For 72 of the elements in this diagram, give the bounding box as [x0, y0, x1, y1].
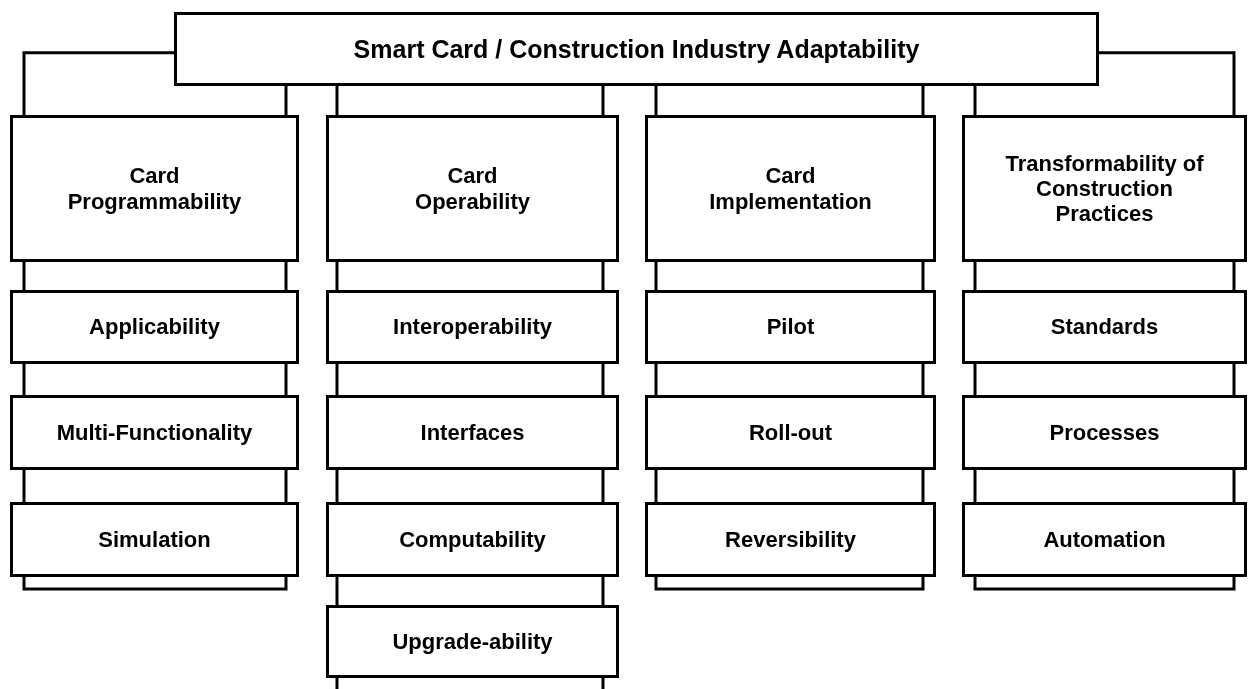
- connector-line: [335, 86, 339, 115]
- connector-line: [335, 678, 339, 689]
- connector-line: [1232, 470, 1236, 502]
- connector-line: [921, 262, 925, 290]
- connector-line: [654, 262, 658, 290]
- connector-line: [921, 86, 925, 115]
- criterion-box: [962, 290, 1247, 364]
- category-box: [326, 115, 619, 262]
- connector-line: [601, 577, 605, 605]
- node-label: Card Programmability: [66, 163, 243, 214]
- connector-line: [601, 364, 605, 395]
- connector-line: [335, 262, 339, 290]
- criterion-box: [10, 395, 299, 470]
- criterion-box: [645, 502, 936, 577]
- category-box: [645, 115, 936, 262]
- connector-line: [973, 364, 977, 395]
- connector-line: [973, 86, 977, 115]
- node-label: Multi-Functionality: [56, 419, 253, 446]
- criterion-box: [326, 290, 619, 364]
- connector-line: [921, 364, 925, 395]
- node-label: Smart Card / Construction Industry Adaptability: [353, 34, 920, 64]
- category-box: [962, 115, 1247, 262]
- connector-line: [1232, 262, 1236, 290]
- criterion-box: [326, 502, 619, 577]
- node-label: Processes: [1049, 419, 1160, 446]
- connector-line: [284, 86, 288, 115]
- connector-line: [921, 470, 925, 502]
- criterion-box: [962, 395, 1247, 470]
- criterion-box: [326, 395, 619, 470]
- criterion-box: [10, 290, 299, 364]
- heading-box: [174, 12, 1099, 86]
- node-label: Upgrade-ability: [392, 628, 553, 655]
- connector-line: [601, 470, 605, 502]
- connector-line: [335, 470, 339, 502]
- connector-line: [22, 470, 26, 502]
- connector-line: [973, 262, 977, 290]
- connector-line: [973, 470, 977, 502]
- node-label: Card Implementation: [708, 163, 873, 214]
- node-label: Card Operability: [414, 163, 531, 214]
- connector-line: [22, 262, 26, 290]
- connector-line: [22, 364, 26, 395]
- criterion-box: [10, 502, 299, 577]
- criterion-box: [645, 395, 936, 470]
- criterion-box: [962, 502, 1247, 577]
- node-label: Applicability: [89, 314, 220, 340]
- node-label: Automation: [1043, 526, 1166, 553]
- node-label: Simulation: [98, 526, 211, 553]
- connector-line: [284, 262, 288, 290]
- connector-line: [284, 364, 288, 395]
- node-label: Transformability of Construction Practices: [1004, 150, 1205, 227]
- node-label: Computability: [399, 526, 546, 553]
- connector-line: [22, 51, 174, 115]
- connector-line: [601, 262, 605, 290]
- connector-line: [654, 86, 658, 115]
- criterion-box: [326, 605, 619, 678]
- connector-line: [284, 470, 288, 502]
- node-label: Reversibility: [725, 526, 856, 553]
- connector-line: [1232, 364, 1236, 395]
- node-label: Pilot: [766, 314, 815, 340]
- connector-line: [335, 577, 339, 605]
- criterion-box: [645, 290, 936, 364]
- node-label: Interoperability: [393, 314, 552, 340]
- node-label: Interfaces: [420, 419, 525, 446]
- category-box: [10, 115, 299, 262]
- node-label: Standards: [1050, 314, 1159, 340]
- connector-line: [335, 364, 339, 395]
- connector-line: [601, 678, 605, 689]
- connector-line: [1099, 51, 1236, 115]
- connector-line: [654, 470, 658, 502]
- connector-line: [654, 364, 658, 395]
- connector-line: [601, 86, 605, 115]
- node-label: Roll-out: [748, 419, 833, 446]
